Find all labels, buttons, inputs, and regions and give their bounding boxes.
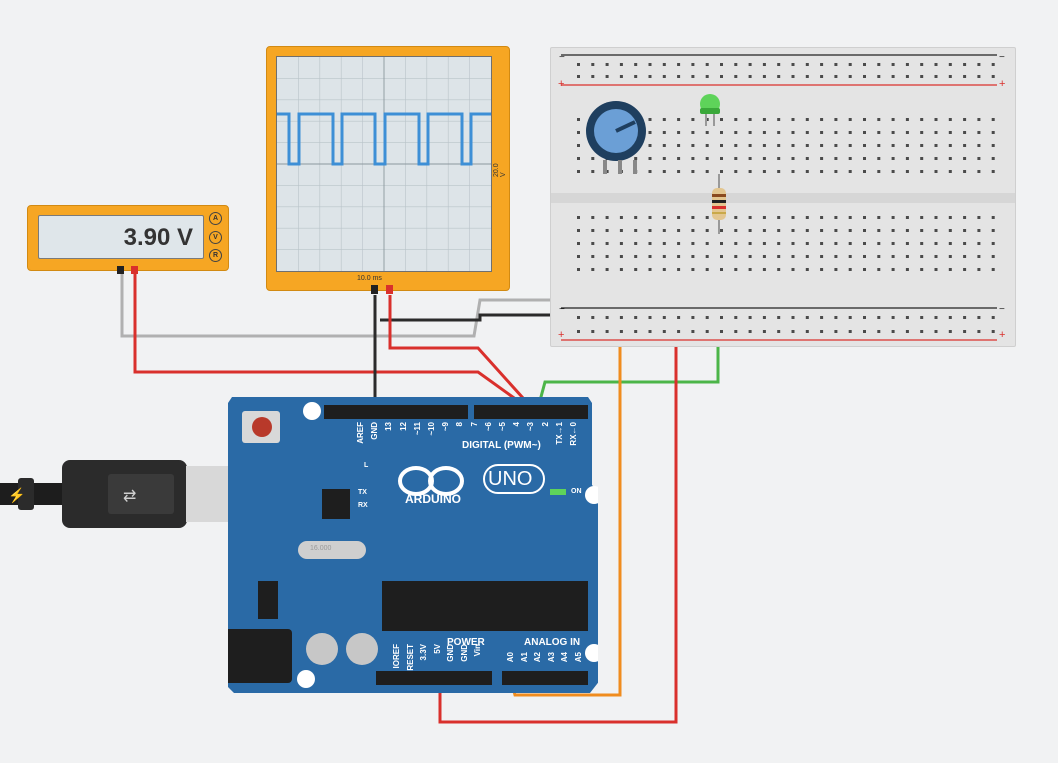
pin-label: GND bbox=[446, 644, 455, 662]
analog-pin-labels: A0 A1 A2 A3 A4 A5 bbox=[502, 652, 592, 674]
pin-label: GND bbox=[370, 422, 380, 440]
pin-label: A3 bbox=[546, 652, 556, 663]
wire-red-multimeter[interactable] bbox=[133, 272, 529, 410]
pin-label: A4 bbox=[560, 652, 569, 663]
on-label: ON bbox=[571, 488, 582, 495]
pin-label: A2 bbox=[533, 652, 542, 663]
multimeter-reading: 3.90 V bbox=[123, 224, 193, 251]
pin-label: 13 bbox=[384, 422, 394, 431]
power-pin-labels: IOREF RESET 3.3V 5V GND GND Vin bbox=[392, 644, 502, 674]
pin-label: RX←0 bbox=[569, 422, 578, 446]
oscilloscope-probes bbox=[371, 285, 393, 294]
multimeter-display: 3.90 V bbox=[38, 215, 204, 259]
mode-button-v[interactable]: V bbox=[209, 231, 222, 244]
pin-label: ~6 bbox=[483, 422, 493, 432]
rail-minus-right: − bbox=[999, 52, 1005, 63]
pin-label: A1 bbox=[519, 652, 529, 663]
pin-label: TX→1 bbox=[554, 422, 564, 445]
arduino-board[interactable] bbox=[228, 397, 598, 695]
pin-label: IOREF bbox=[392, 644, 401, 669]
power-label: POWER bbox=[447, 637, 485, 648]
multimeter[interactable]: 3.90 V A V R bbox=[27, 205, 229, 271]
wire-red-scope[interactable] bbox=[388, 295, 534, 410]
led-label-tx: TX bbox=[358, 489, 367, 496]
rail-plus-bottom-left: + bbox=[558, 329, 565, 341]
pin-label: ~3 bbox=[526, 422, 536, 432]
pin-label: 5V bbox=[432, 644, 442, 654]
oscilloscope-grid bbox=[277, 57, 491, 271]
led-green-icon[interactable] bbox=[698, 90, 724, 130]
pin-label: 4 bbox=[512, 422, 522, 427]
arduino-model: UNO bbox=[488, 468, 533, 490]
oscilloscope[interactable]: 10.0 ms 20.0 V bbox=[266, 46, 510, 291]
breadboard-holes bbox=[551, 54, 1015, 341]
pin-label: A0 bbox=[506, 652, 515, 663]
pin-label: ~9 bbox=[441, 422, 451, 432]
potentiometer[interactable] bbox=[583, 98, 653, 178]
pin-label: 8 bbox=[455, 422, 465, 427]
reset-button[interactable] bbox=[252, 417, 272, 437]
wire-red-5v[interactable] bbox=[438, 330, 678, 724]
breadboard[interactable]: − + − + − + − + bbox=[550, 47, 1016, 347]
digital-header-label: DIGITAL (PWM~) bbox=[462, 440, 541, 451]
pin-label: Vin bbox=[473, 644, 482, 657]
oscilloscope-volt-label: 20.0 V bbox=[493, 163, 507, 177]
pin-label: 12 bbox=[398, 422, 408, 431]
mode-button-r[interactable]: R bbox=[209, 249, 222, 262]
rail-plus-left: + bbox=[558, 78, 565, 90]
pin-label: ~5 bbox=[498, 422, 507, 432]
oscilloscope-time-label: 10.0 ms bbox=[357, 275, 382, 282]
arduino-brand: ARDUINO bbox=[405, 492, 461, 506]
mode-button-a[interactable]: A bbox=[209, 212, 222, 225]
rail-plus-right: + bbox=[999, 78, 1006, 90]
rail-minus-bottom-right: − bbox=[999, 304, 1005, 315]
pin-label: 2 bbox=[540, 422, 550, 427]
pin-label: 7 bbox=[469, 422, 479, 427]
rail-plus-bottom-right: + bbox=[999, 329, 1006, 341]
led-label-l: L bbox=[364, 462, 369, 469]
resistor-icon[interactable] bbox=[709, 174, 729, 234]
led-label-rx: RX bbox=[358, 502, 368, 509]
scope-trace bbox=[277, 112, 491, 166]
pin-label: AREF bbox=[356, 422, 365, 444]
pin-label: ~11 bbox=[412, 422, 422, 436]
rail-minus-left: − bbox=[559, 52, 565, 63]
oscilloscope-screen bbox=[276, 56, 492, 272]
rail-minus-bottom-left: − bbox=[559, 304, 565, 315]
wire-black-rail[interactable] bbox=[380, 313, 568, 322]
usb-icon: ⇄ bbox=[123, 488, 136, 505]
crystal-label: 16.000 bbox=[310, 545, 332, 552]
pin-label: A5 bbox=[573, 652, 583, 663]
pin-label: GND bbox=[459, 644, 469, 662]
pin-label: ~10 bbox=[427, 422, 436, 436]
pin-label: RESET bbox=[405, 644, 415, 671]
multimeter-probes bbox=[117, 266, 138, 274]
power-bolt-icon: ⚡ bbox=[8, 487, 25, 504]
analog-label: ANALOG IN bbox=[524, 637, 581, 648]
pin-label: 3.3V bbox=[419, 644, 428, 661]
